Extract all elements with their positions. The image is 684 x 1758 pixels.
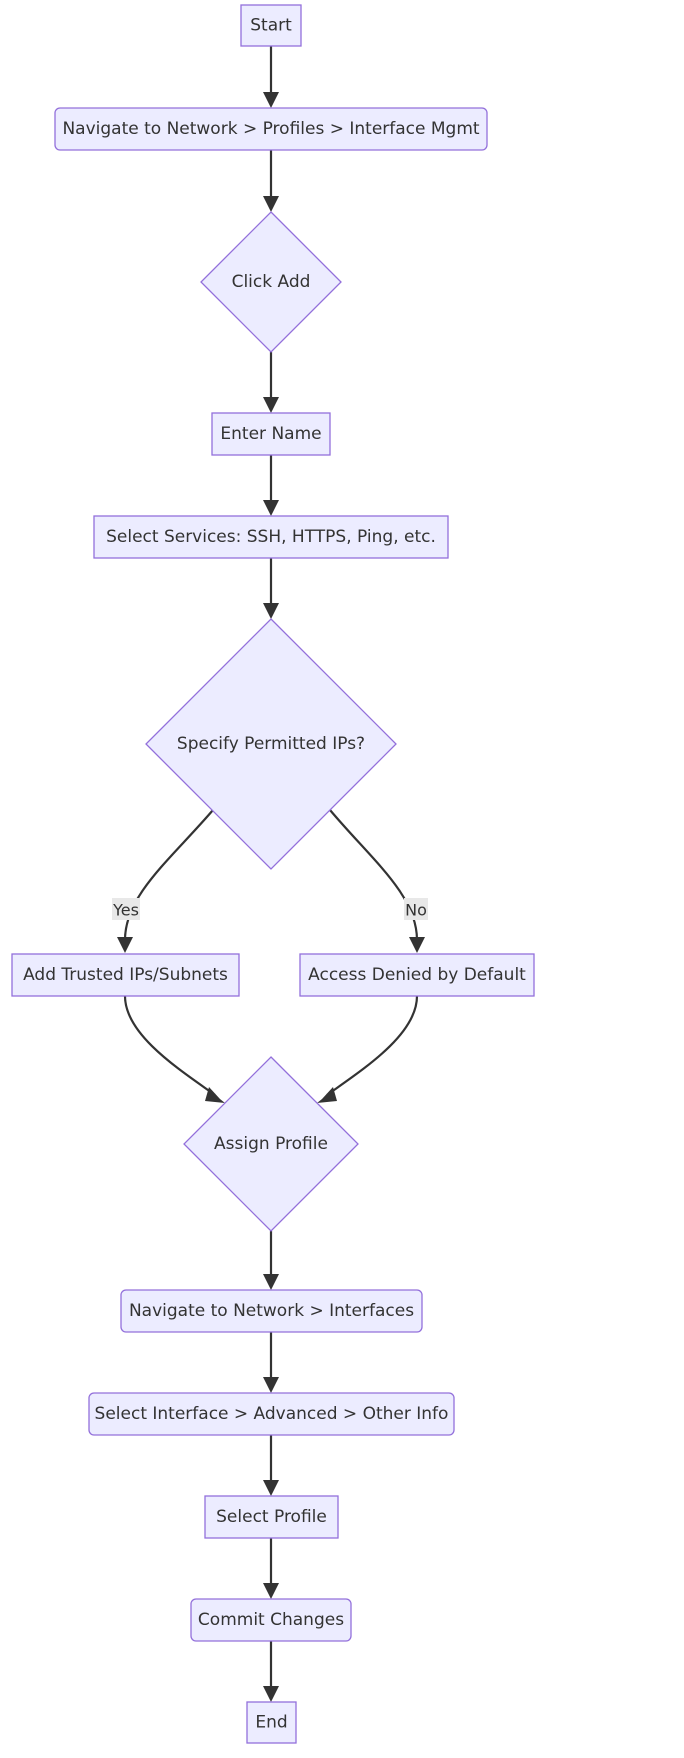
node-select-interface: Select Interface > Advanced > Other Info	[88, 1392, 455, 1436]
node-click-add-shape	[200, 211, 342, 353]
arrowhead	[263, 1480, 279, 1496]
edge-label-yes-text: Yes	[112, 901, 139, 920]
node-navigate-interfaces: Navigate to Network > Interfaces	[120, 1289, 423, 1333]
arrowhead	[263, 1686, 279, 1702]
edge-label-no-text: No	[405, 901, 427, 920]
edge-decision-yes	[123, 809, 214, 941]
node-permitted-ips-decision: Specify Permitted IPs?	[145, 618, 397, 870]
node-add-trusted-label: Add Trusted IPs/Subnets	[23, 965, 228, 985]
node-assign-profile: Assign Profile	[183, 1056, 359, 1232]
node-assign-profile-label: Assign Profile	[214, 1134, 328, 1154]
node-permitted-ips-shape	[145, 618, 397, 870]
node-enter-name: Enter Name	[211, 412, 331, 456]
node-access-denied: Access Denied by Default	[299, 953, 535, 997]
arrowhead	[317, 1087, 337, 1103]
edge-access-denied-to-assign	[326, 995, 419, 1096]
edge-label-no: No	[404, 898, 428, 920]
node-start-label: Start	[250, 16, 292, 36]
node-select-services-label: Select Services: SSH, HTTPS, Ping, etc.	[106, 527, 436, 547]
node-select-services-box	[93, 515, 449, 559]
edges	[117, 46, 425, 1702]
node-select-interface-box	[88, 1392, 455, 1436]
edge-add-trusted-to-assign	[123, 995, 216, 1096]
node-commit-box	[190, 1598, 352, 1642]
node-commit-label: Commit Changes	[198, 1610, 344, 1630]
node-navigate-profiles-box	[54, 107, 488, 151]
arrowhead	[263, 196, 279, 212]
node-select-profile: Select Profile	[204, 1495, 339, 1539]
edge-decision-no	[329, 809, 419, 941]
node-enter-name-box	[211, 412, 331, 456]
node-start-box	[240, 4, 302, 47]
node-add-trusted: Add Trusted IPs/Subnets	[11, 953, 240, 997]
node-commit: Commit Changes	[190, 1598, 352, 1642]
node-access-denied-label: Access Denied by Default	[308, 965, 526, 985]
edge-label-yes-bg	[112, 898, 140, 920]
arrowhead	[263, 397, 279, 413]
edge-label-no-bg	[404, 898, 428, 920]
node-navigate-interfaces-label: Navigate to Network > Interfaces	[129, 1301, 414, 1321]
node-navigate-profiles: Navigate to Network > Profiles > Interfa…	[54, 107, 488, 151]
arrowhead	[263, 92, 279, 108]
arrowhead	[263, 1274, 279, 1290]
node-select-profile-label: Select Profile	[216, 1507, 327, 1527]
node-add-trusted-box	[11, 953, 240, 997]
arrowhead	[263, 1377, 279, 1393]
node-end-box	[246, 1701, 297, 1744]
arrowhead	[263, 1583, 279, 1599]
arrowhead	[205, 1087, 225, 1103]
node-access-denied-box	[299, 953, 535, 997]
node-end: End	[246, 1701, 297, 1744]
arrowhead	[263, 500, 279, 516]
arrowhead	[263, 603, 279, 619]
node-click-add-label: Click Add	[232, 272, 311, 292]
edge-label-yes: Yes	[112, 898, 140, 920]
node-permitted-ips-label: Specify Permitted IPs?	[177, 734, 365, 754]
node-navigate-profiles-label: Navigate to Network > Profiles > Interfa…	[62, 119, 479, 139]
arrowhead	[117, 937, 133, 953]
node-assign-profile-shape	[183, 1056, 359, 1232]
node-end-label: End	[255, 1713, 287, 1733]
arrowhead	[409, 937, 425, 953]
node-start: Start	[240, 4, 302, 47]
node-select-services: Select Services: SSH, HTTPS, Ping, etc.	[93, 515, 449, 559]
node-enter-name-label: Enter Name	[220, 424, 321, 444]
node-select-interface-label: Select Interface > Advanced > Other Info	[95, 1404, 449, 1424]
node-select-profile-box	[204, 1495, 339, 1539]
node-click-add: Click Add	[200, 211, 342, 353]
node-navigate-interfaces-box	[120, 1289, 423, 1333]
